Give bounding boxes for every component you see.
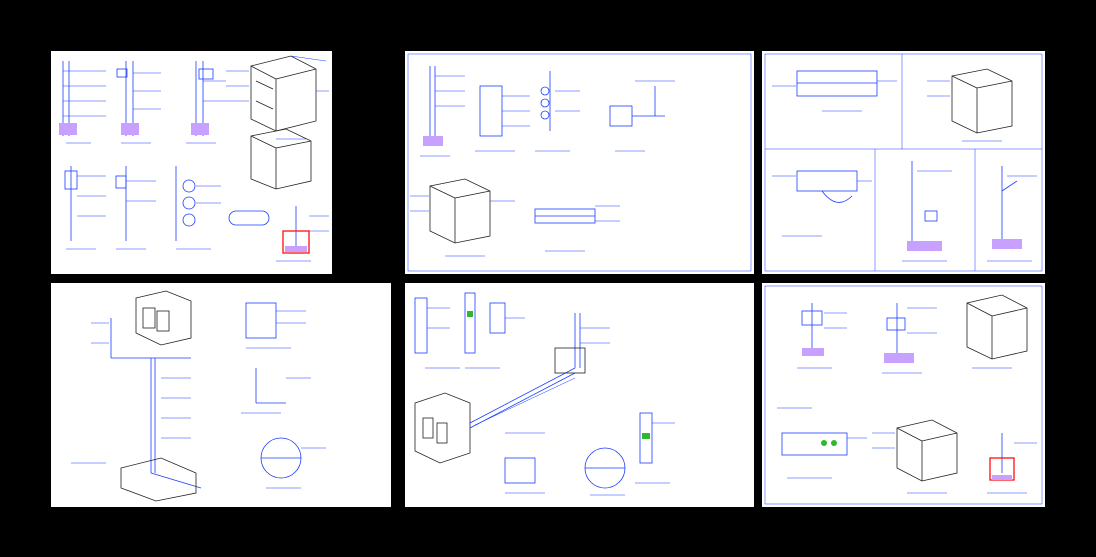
- sheet-6-drawing: [764, 285, 1043, 505]
- riser-detail-top-center: [882, 303, 937, 374]
- meter-box-plan: [777, 407, 867, 479]
- cabinet-isometric-bottom: [228, 128, 329, 262]
- sheet-4-drawing: [71, 290, 326, 502]
- sheet-3-drawing: [764, 53, 1043, 272]
- sheet-2-drawing: [407, 53, 752, 272]
- drawing-sheet-5: [405, 283, 754, 507]
- drawing-sheet-4: [51, 283, 391, 507]
- drawing-sheet-6: [762, 283, 1045, 507]
- pipe-section-group-bottom: [64, 166, 221, 250]
- detail-column: [241, 302, 326, 489]
- sheet-5-drawing: [414, 292, 675, 496]
- cabinet-isometric-bottom: [872, 419, 958, 494]
- detail-row-top: [414, 292, 525, 369]
- detail-row-bottom: [504, 412, 675, 496]
- valve-box-plan: [609, 80, 675, 152]
- vault-detail: [987, 433, 1037, 494]
- regulator-assembly: [535, 71, 580, 152]
- trench-section: [534, 205, 620, 252]
- pipe-section-group-top: [59, 61, 226, 144]
- cabinet-isometric-top: [226, 55, 329, 140]
- cabinet-plan: [772, 70, 897, 112]
- meter-box-elevation: [475, 85, 530, 152]
- cabinet-isometric-top: [966, 294, 1028, 369]
- regulator-riser-detail: [420, 66, 465, 157]
- section-c: [987, 166, 1037, 262]
- riser-detail-top-left: [797, 303, 847, 369]
- cabinet-isometric: [927, 68, 1013, 142]
- sheet-1-drawing: [59, 55, 329, 262]
- section-a: [772, 170, 872, 237]
- section-b: [902, 161, 952, 262]
- drawing-sheet-1: [51, 51, 332, 274]
- cabinet-isometric: [410, 178, 515, 257]
- drawing-sheet-2: [405, 51, 754, 274]
- riser-isometric: [71, 290, 202, 502]
- trench-isometric: [414, 313, 610, 464]
- drawing-sheet-3: [762, 51, 1045, 274]
